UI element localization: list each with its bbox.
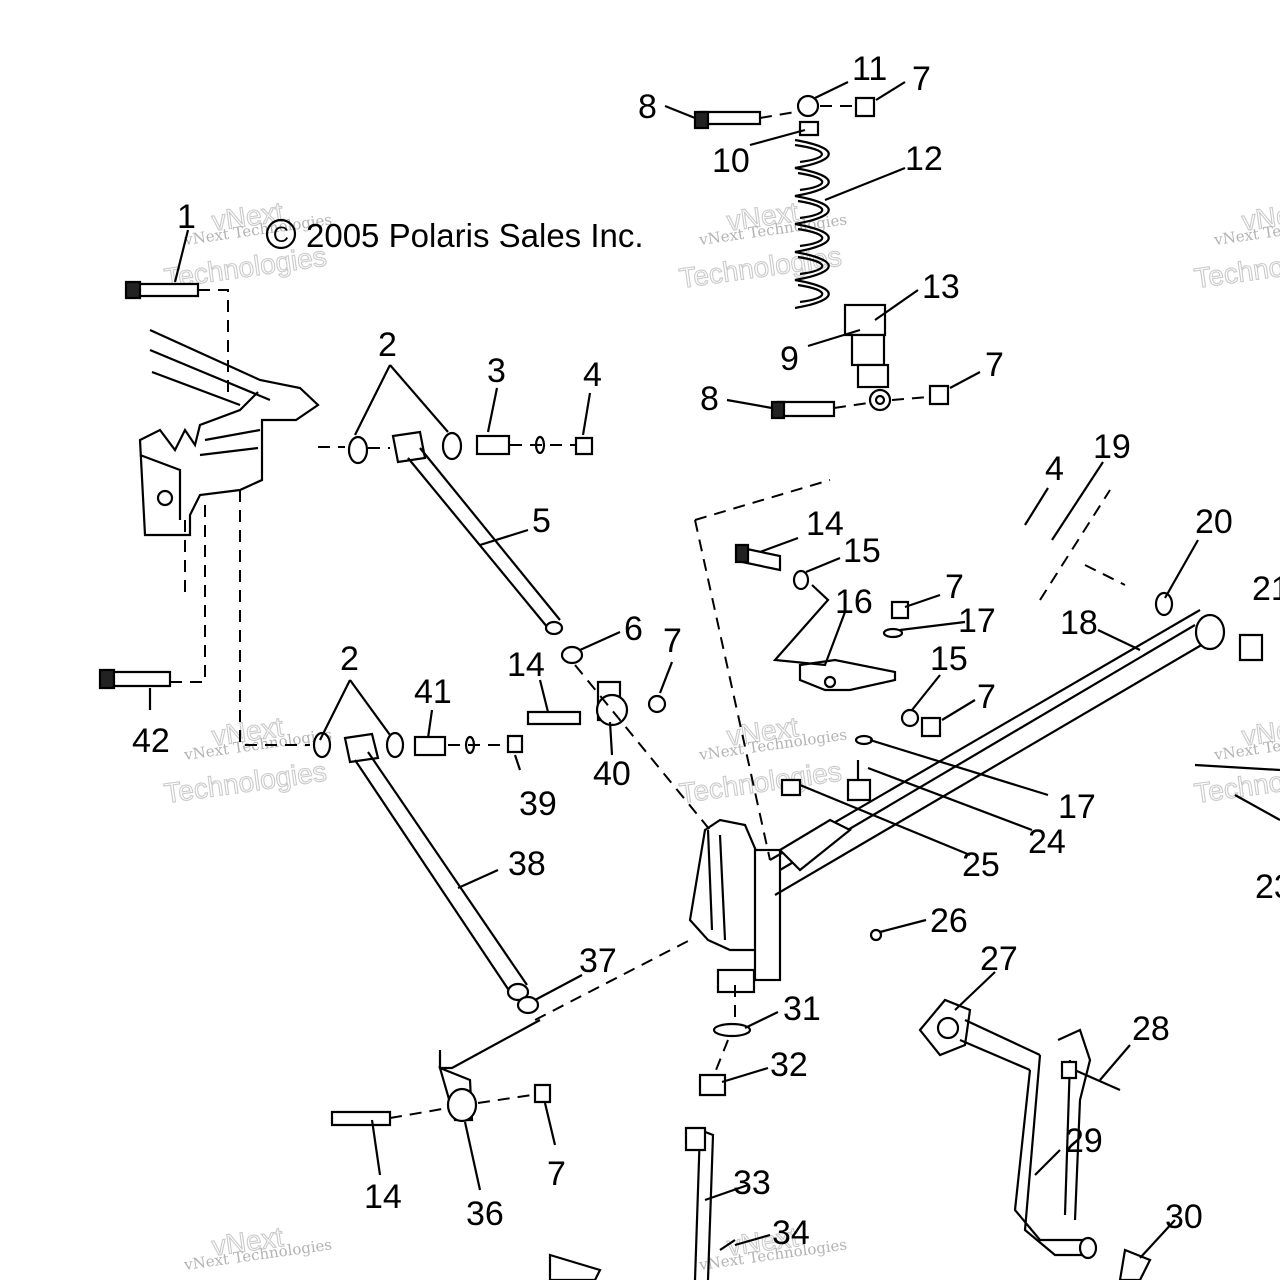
watermark: vNext Technologies vNext: [182, 1221, 333, 1274]
steering-arm: [330, 543, 942, 1127]
callout-5: 5: [532, 502, 551, 540]
callout-18: 18: [1060, 604, 1098, 642]
copyright-circle: [265, 218, 297, 250]
tie-rod: [769, 591, 1280, 896]
callout-34: 34: [772, 1214, 810, 1252]
callout-24: 24: [1028, 823, 1066, 861]
callout-8: 8: [700, 380, 719, 418]
watermark-outline: Technologies: [1192, 241, 1280, 294]
callout-12: 12: [905, 140, 943, 178]
callout-14: 14: [806, 505, 844, 543]
callout-19: 19: [1093, 428, 1131, 466]
callout-7: 7: [547, 1155, 566, 1193]
callout-1: 1: [177, 198, 196, 236]
callout-2: 2: [340, 640, 359, 678]
watermark: vNext Technologies vNext Technologies: [677, 711, 848, 810]
watermark: vNext Technologies vNext Technologies: [1192, 196, 1280, 295]
callout-27: 27: [980, 940, 1018, 978]
callout-38: 38: [508, 845, 546, 883]
callout-7: 7: [985, 346, 1004, 384]
callout-29: 29: [1065, 1122, 1103, 1160]
callout-11: 11: [852, 50, 887, 88]
callout-8: 8: [638, 88, 657, 126]
assembly-lines: [534, 479, 1126, 1021]
callout-28: 28: [1132, 1010, 1170, 1048]
callout-26: 26: [930, 902, 968, 940]
copyright-notice: C 2005 Polaris Sales Inc.: [265, 217, 644, 254]
callout-17: 17: [958, 602, 996, 640]
spindle: [548, 818, 782, 1280]
frame-bracket: [138, 328, 320, 537]
copyright-text: 2005 Polaris Sales Inc.: [306, 217, 644, 254]
callout-42: 42: [132, 722, 170, 760]
callout-7: 7: [912, 60, 931, 98]
callout-37: 37: [579, 942, 617, 980]
callout-41: 41: [414, 673, 452, 711]
callout-6: 6: [624, 610, 643, 648]
callout-23: 23: [1255, 868, 1280, 906]
upper-a-arm: [318, 430, 594, 665]
callout-16: 16: [835, 583, 873, 621]
leader-lines: [148, 81, 1199, 1259]
callout-4: 4: [583, 356, 602, 394]
callout-40: 40: [593, 755, 631, 793]
callout-3: 3: [487, 352, 506, 390]
watermark: vNext Technologies vNext Technologies: [162, 711, 333, 810]
callout-9: 9: [780, 340, 799, 378]
shock-absorber: [693, 94, 950, 420]
callout-36: 36: [466, 1195, 504, 1233]
callout-7: 7: [977, 678, 996, 716]
watermark-outline: Technologies: [1192, 756, 1280, 809]
watermark-outline: vNext: [1240, 711, 1280, 752]
stabilizer-bar: [918, 998, 1152, 1280]
copyright-symbol: C: [273, 222, 289, 247]
callout-labels: 1 2 3 4 5 6 7 7 7 7 7 7 8 8 9 10 11 12 1…: [132, 50, 1280, 1252]
callout-25: 25: [962, 846, 1000, 884]
callout-15: 15: [843, 532, 881, 570]
frame-bolts: [98, 280, 310, 746]
callout-7: 7: [663, 622, 682, 660]
callout-7: 7: [945, 568, 964, 606]
callout-32: 32: [770, 1046, 808, 1084]
callout-33: 33: [733, 1164, 771, 1202]
callout-10: 10: [712, 142, 750, 180]
callout-14: 14: [364, 1178, 402, 1216]
callout-13: 13: [922, 268, 960, 306]
callout-20: 20: [1195, 503, 1233, 541]
callout-14: 14: [507, 646, 545, 684]
watermark: vNext Technologies vNext Technologies: [1192, 711, 1280, 810]
callout-21: 21: [1252, 570, 1280, 608]
callout-17: 17: [1058, 788, 1096, 826]
lower-a-arm: [312, 731, 540, 1015]
callout-4: 4: [1045, 450, 1064, 488]
callout-31: 31: [783, 990, 821, 1028]
callout-15: 15: [930, 640, 968, 678]
callout-30: 30: [1165, 1198, 1203, 1236]
callout-2: 2: [378, 326, 397, 364]
watermark-outline: vNext: [1240, 196, 1280, 237]
callout-39: 39: [519, 785, 557, 823]
